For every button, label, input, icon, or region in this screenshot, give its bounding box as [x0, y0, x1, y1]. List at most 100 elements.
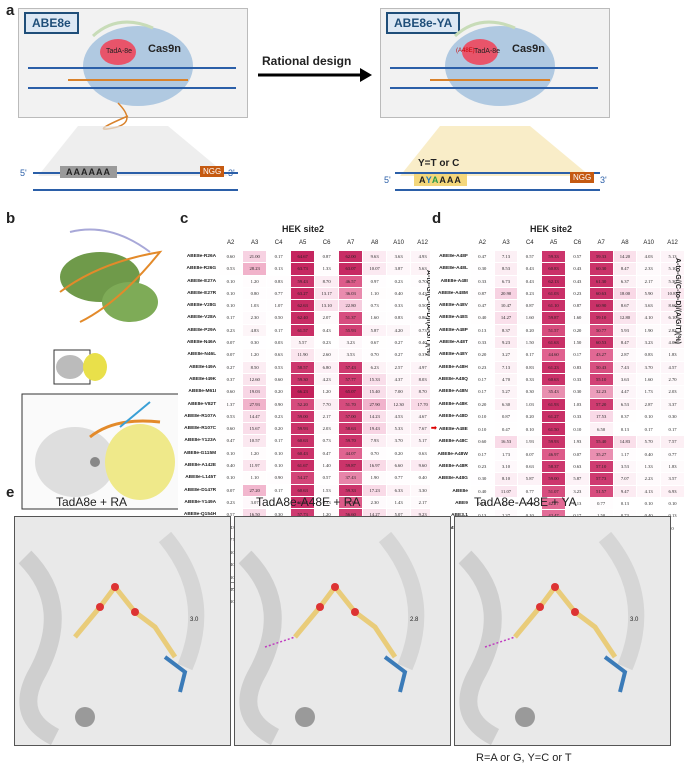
heatmap-cell: 6.37	[612, 274, 638, 288]
heatmap-cell: 0.43	[564, 262, 590, 276]
heatmap-cell: 0.20	[266, 422, 292, 436]
heatmap-cell: 58.37	[541, 460, 566, 474]
heatmap-cell: 0.83	[564, 360, 590, 374]
panel-e-label: e	[6, 484, 15, 501]
column-header: A3	[502, 240, 510, 246]
heatmap-cell: 8.10	[493, 472, 519, 486]
heatmap-cell: 0.10	[469, 409, 495, 424]
heatmap-cell: 1.17	[612, 447, 638, 462]
heatmap-cell: 2.17	[314, 409, 340, 424]
heatmap-cell: 0.17	[564, 348, 590, 362]
heatmap-cell: 8.60	[660, 299, 685, 313]
heatmap-cell: 1.73	[636, 385, 662, 399]
heatmap-cell: 27.93	[242, 397, 268, 411]
heatmap-cell: 0.07	[218, 483, 244, 497]
heatmap-cell: 4.53	[386, 409, 412, 424]
distance-label-1: 3.0	[190, 617, 199, 623]
row-label: ABE8e-A48Y	[430, 348, 471, 362]
column-header: C4	[274, 240, 283, 246]
heatmap-cell: 0.83	[266, 274, 292, 288]
heatmap-cell: 0.47	[493, 422, 519, 437]
heatmap-cell: 0.53	[266, 360, 292, 374]
heatmap-cell: 8.47	[612, 336, 638, 350]
row-label: ABE8e-E27R	[177, 286, 220, 301]
left-5prime: 5'	[20, 168, 27, 178]
heatmap-cell: 62.63	[290, 299, 316, 313]
heatmap-cell: 0.17	[469, 447, 495, 462]
structure-panel-1: 3.0	[14, 516, 231, 746]
heatmap-cell: 51.07	[541, 484, 566, 498]
heatmap-cell: 0.20	[564, 323, 590, 338]
heatmap-cell: 0.23	[218, 323, 244, 338]
heatmap-cell: 50.77	[588, 323, 614, 338]
row-label: ABE8e-R107A	[177, 409, 220, 424]
heatmap-cell: 0.17	[266, 323, 292, 338]
heatmap-cell: 47.30	[338, 495, 364, 510]
row-label: ABE8e-Y123A	[177, 434, 220, 448]
heatmap-cell: 0.10	[218, 446, 244, 461]
heatmap-cell: 0.30	[517, 385, 543, 399]
heatmap-cell: 0.10	[218, 471, 244, 485]
panel-d-ylabel: A-to-G/(C-to-D)/(A/G/T)(%)	[674, 258, 681, 344]
heatmap-cell: 0.23	[517, 286, 543, 301]
heatmap-cell: 2.03	[314, 422, 340, 436]
heatmap-cell: 4.37	[386, 372, 412, 387]
heatmap-cell: 1.60	[517, 311, 543, 325]
heatmap-cell: 1.07	[266, 299, 292, 313]
heatmap-cell: 5.13	[660, 249, 685, 264]
heatmap-cell: 0.07	[218, 336, 244, 350]
heatmap-cell: 21.00	[242, 249, 268, 264]
row-label: ABE8e-A48Q	[430, 372, 471, 387]
heatmap-cell: 37.43	[338, 471, 364, 485]
heatmap-cell: 5.10	[660, 262, 685, 276]
heatmap-cell: 12.60	[242, 372, 268, 387]
heatmap-cell: 8.70	[410, 385, 436, 399]
heatmap-cell: 4.93	[410, 249, 436, 264]
heatmap-cell: 6.53	[612, 397, 638, 411]
heatmap-cell: 3.23	[636, 336, 662, 350]
heatmap-cell: 57.43	[338, 360, 364, 374]
column-header: C6	[322, 240, 331, 246]
heatmap-cell: 4.70	[493, 372, 519, 387]
heatmap-cell: 59.33	[541, 249, 566, 264]
heatmap-cell: 55.93	[338, 323, 364, 338]
heatmap-cell: 7.07	[612, 472, 638, 486]
heatmap-cell: 1.90	[362, 471, 388, 485]
column-header: A7	[597, 240, 605, 246]
heatmap-cell: 7.43	[612, 360, 638, 374]
heatmap-cell: 59.30	[290, 372, 316, 387]
heatmap-cell: 61.10	[541, 299, 566, 313]
heatmap-cell: 0.47	[469, 249, 495, 264]
heatmap-cell: 28.23	[242, 262, 268, 276]
heatmap-cell: 0.47	[314, 446, 340, 461]
heatmap-cell: 0.70	[410, 274, 436, 288]
heatmap-cell: 0.40	[410, 336, 436, 350]
heatmap-cell: 3.87	[386, 262, 412, 276]
row-label: ABE8e-A48I	[430, 274, 471, 288]
heatmap-cell: 0.57	[314, 471, 340, 485]
row-label: ABE8e-M61I	[177, 385, 220, 399]
heatmap-cell: 59.00	[290, 409, 316, 424]
heatmap-cell: 12.30	[386, 397, 412, 411]
heatmap-cell: 4.03	[636, 249, 662, 264]
heatmap-cell: 14.27	[493, 311, 519, 325]
heatmap-cell: 60.63	[588, 286, 614, 301]
heatmap-cell: 0.40	[218, 459, 244, 473]
row-label: ABE8e-N46A	[177, 336, 220, 350]
heatmap-cell: 0.10	[218, 286, 244, 301]
heatmap-cell: 2.07	[314, 311, 340, 325]
heatmap-cell: 59.10	[588, 311, 614, 325]
heatmap-cell: 1.90	[636, 323, 662, 338]
heatmap-cell: 61.93	[541, 397, 566, 411]
heatmap-cell: 59.33	[338, 483, 364, 497]
heatmap-cell: 2.87	[636, 397, 662, 411]
heatmap-cell: 1.50	[517, 336, 543, 350]
heatmap-cell: 2.17	[410, 495, 436, 510]
